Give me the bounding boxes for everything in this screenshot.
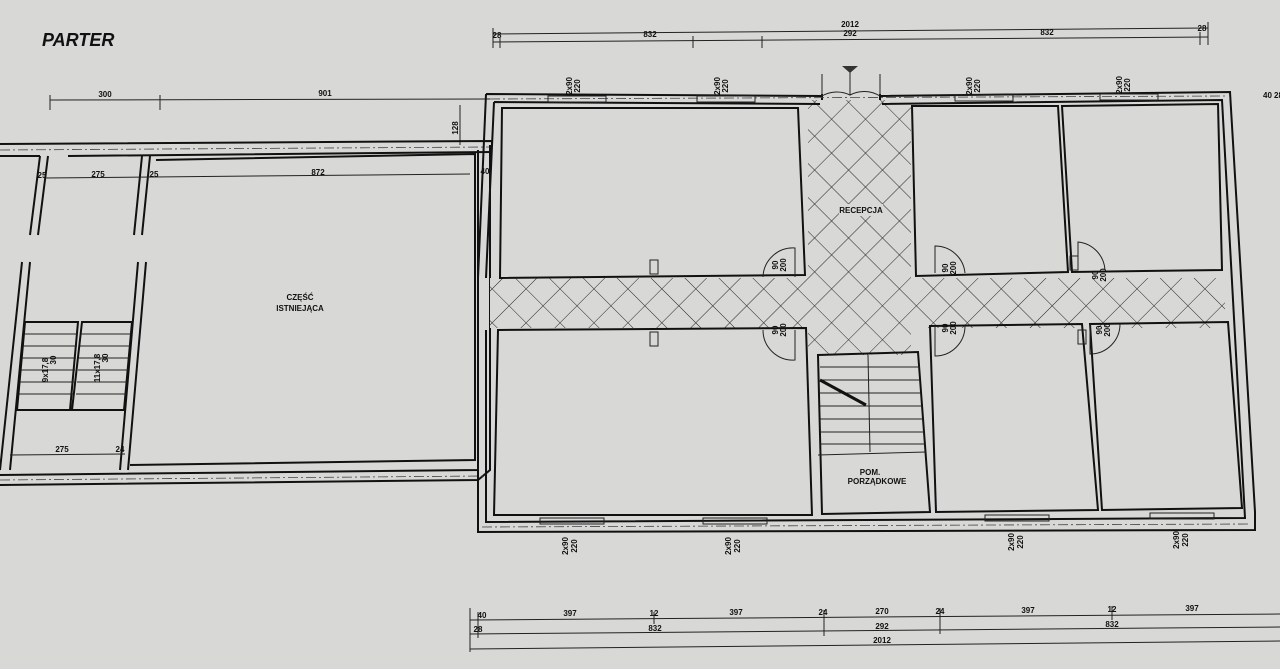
stairs-2-count: 11x17,8 [93, 353, 102, 382]
radiator-icon [1077, 329, 1087, 345]
dim-existing-bottom-275: 275 [55, 445, 69, 454]
dim-top-middle: 292 [843, 29, 857, 38]
top-dimension-lines: 2012 28 832 292 832 28 [492, 20, 1209, 48]
dim-bottom-r2-1: 832 [648, 624, 662, 633]
window-label-width: 2x90 [965, 77, 974, 95]
dim-bottom-r1-6: 24 [936, 607, 945, 616]
door-label-width: 90 [941, 263, 950, 272]
dim-bottom-r1-9: 397 [1185, 604, 1199, 613]
door-label-height: 200 [1099, 268, 1108, 282]
dim-total-top: 2012 [841, 20, 859, 29]
dim-right-40: 40 [1263, 91, 1272, 100]
stairs-1-count: 9x17,8 [41, 357, 50, 382]
window-label-height: 220 [1123, 78, 1132, 92]
window-label-width: 2x90 [1172, 531, 1181, 549]
window-label-height: 220 [733, 539, 742, 553]
room-label-utility-2: PORZĄDKOWE [848, 477, 907, 486]
window-label-width: 2x90 [1115, 76, 1124, 94]
door-label-height: 200 [949, 321, 958, 335]
door-label-width: 90 [941, 323, 950, 332]
room-label-utility-1: POM. [860, 468, 880, 477]
dim-existing-wall-1: 25 [38, 171, 47, 180]
dim-existing-901: 901 [318, 89, 332, 98]
window-label-height: 220 [570, 539, 579, 553]
dim-top-right-wall: 28 [1198, 24, 1207, 33]
dim-existing-offset: 128 [451, 121, 460, 135]
dim-existing-872: 872 [311, 168, 325, 177]
window-label-height: 220 [1181, 533, 1190, 547]
window-label-width: 2x90 [713, 77, 722, 95]
dim-existing-wall-2: 25 [150, 170, 159, 179]
room-label-reception: RECEPCJA [839, 206, 883, 215]
window-label-height: 220 [721, 79, 730, 93]
dim-bottom-r1-1: 397 [563, 609, 577, 618]
window-label-width: 2x90 [565, 77, 574, 95]
window-label-height: 220 [973, 79, 982, 93]
entrance-door [821, 66, 881, 97]
bottom-dimension-lines: 40 397 12 397 24 270 24 397 12 397 28 83… [469, 604, 1280, 652]
door-label-width: 90 [771, 260, 780, 269]
dim-top-left-wall: 28 [493, 31, 502, 40]
room-label-existing-1: CZĘŚĆ [286, 293, 313, 302]
dim-bottom-r2-3: 832 [1105, 620, 1119, 629]
radiator-icon [649, 259, 659, 275]
dim-right-28: 28 [1274, 91, 1280, 100]
dim-bottom-r1-0: 40 [478, 611, 487, 620]
entrance-arrow-icon [842, 66, 858, 73]
dim-top-left: 832 [643, 30, 657, 39]
door-label-height: 200 [1103, 323, 1112, 337]
door-label-height: 200 [949, 261, 958, 275]
door-label-width: 90 [771, 325, 780, 334]
dim-bottom-r1-4: 24 [819, 608, 828, 617]
door-label-height: 200 [779, 258, 788, 272]
window-label-width: 2x90 [1007, 533, 1016, 551]
new-building: 90 200 90 200 90 200 90 200 90 200 90 20… [477, 66, 1280, 555]
plan-title: PARTER [42, 30, 115, 50]
radiator-icon [1069, 255, 1079, 271]
dim-existing-wall-3: 40 [481, 167, 490, 176]
door-label-height: 200 [779, 323, 788, 337]
dim-bottom-r1-3: 397 [729, 608, 743, 617]
room-label-existing-2: ISTNIEJĄCA [276, 304, 324, 313]
dim-existing-300: 300 [98, 90, 112, 99]
stairs-2-tread: 30 [101, 353, 110, 362]
door-label-width: 90 [1091, 270, 1100, 279]
dim-existing-275: 275 [91, 170, 105, 179]
dim-bottom-r1-7: 397 [1021, 606, 1035, 615]
window-label-width: 2x90 [724, 537, 733, 555]
dim-bottom-r2-2: 292 [875, 622, 889, 631]
door-label-width: 90 [1095, 325, 1104, 334]
radiator-icon [649, 331, 659, 347]
dim-bottom-r1-8: 12 [1108, 605, 1117, 614]
existing-building: 300 901 128 275 872 25 25 40 275 24 CZĘŚ… [0, 89, 493, 486]
dim-bottom-r2-0: 28 [474, 625, 483, 634]
window-label-height: 220 [573, 79, 582, 93]
dim-bottom-r1-2: 12 [650, 609, 659, 618]
dim-top-right: 832 [1040, 28, 1054, 37]
existing-stairs: 9x17,8 30 11x17,8 30 [15, 321, 134, 411]
dim-bottom-r1-5: 270 [875, 607, 889, 616]
dim-existing-bottom-24: 24 [116, 445, 125, 454]
stairs-1-tread: 30 [49, 355, 58, 364]
window-label-height: 220 [1016, 535, 1025, 549]
window-labels: 2x90 220 2x90 220 2x90 220 2x90 220 2x90… [561, 76, 1190, 555]
window-label-width: 2x90 [561, 537, 570, 555]
dim-bottom-total: 2012 [873, 636, 891, 645]
